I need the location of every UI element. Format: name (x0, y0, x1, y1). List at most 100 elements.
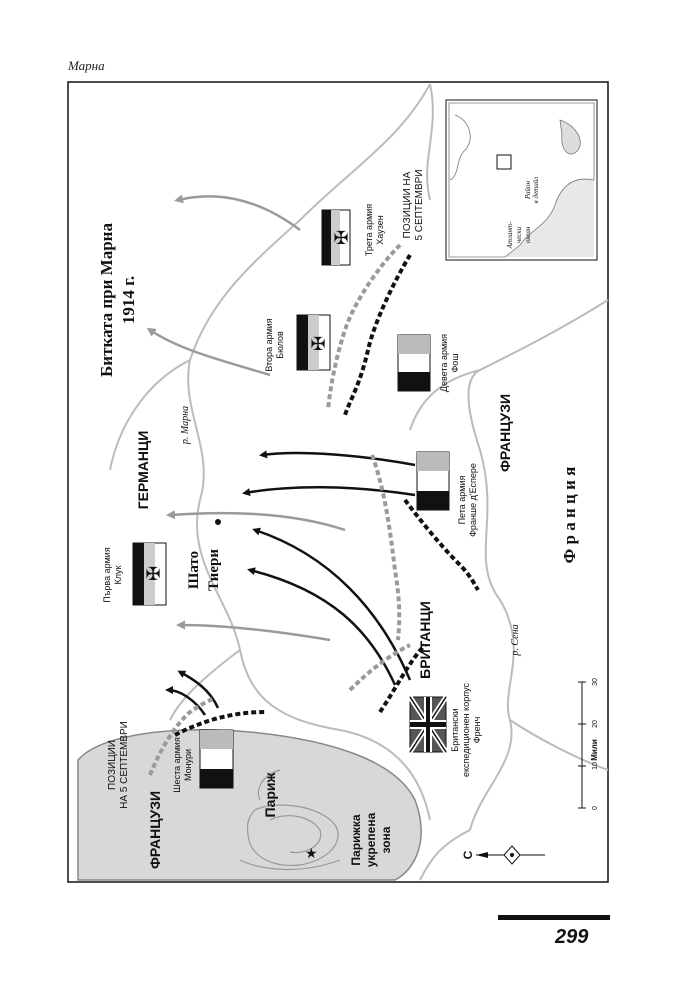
svg-text:експедиционен корпус: експедиционен корпус (461, 683, 471, 777)
svg-text:Мили: Мили (590, 739, 599, 761)
svg-text:10: 10 (592, 762, 599, 770)
river-line (187, 83, 431, 821)
army-fifth-label: Пета армия Франше д'Еспере (457, 463, 478, 537)
svg-text:ПОЗИЦИИ НА: ПОЗИЦИИ НА (402, 171, 413, 238)
svg-text:Атлант-: Атлант- (506, 221, 514, 249)
river-line (426, 83, 434, 201)
paris-streets (239, 769, 341, 871)
gray-dashed-line (326, 243, 402, 411)
black-arrow (247, 567, 397, 686)
black-arrow (242, 486, 416, 497)
position-lines (148, 243, 480, 776)
svg-text:5 СЕПТЕМВРИ: 5 СЕПТЕМВРИ (414, 169, 425, 240)
map-title: Битката при Марна 1914 г. (97, 223, 138, 377)
svg-text:Девета армия: Девета армия (439, 334, 449, 392)
river-line (419, 829, 471, 881)
svg-text:Бюлов: Бюлов (275, 331, 285, 359)
black-arrow (177, 670, 220, 709)
svg-text:ФРАНЦУЗИ: ФРАНЦУЗИ (497, 394, 513, 472)
positions-top-label: ПОЗИЦИИ НА 5 СЕПТЕМВРИ (402, 169, 425, 240)
svg-text:20: 20 (592, 720, 599, 728)
svg-text:Пета армия: Пета армия (457, 475, 467, 524)
svg-text:Клук: Клук (113, 565, 123, 584)
svg-text:Хаузен: Хаузен (375, 215, 385, 244)
chateau-thierry-marker (215, 519, 221, 525)
german-flag: ✠ (321, 209, 351, 266)
svg-text:Париж: Париж (262, 771, 278, 817)
svg-text:чески: чески (515, 226, 523, 243)
compass-icon: С (461, 845, 545, 865)
british-flag (407, 695, 449, 754)
svg-text:Парижка: Парижка (349, 814, 363, 866)
allied-advance-arrows (165, 450, 416, 716)
faction-french-east: ФРАНЦУЗИ (497, 394, 513, 472)
german-retreat-arrows (146, 194, 346, 642)
army-ninth-label: Девета армия Фош (439, 334, 460, 392)
scale-bar: 0 10 20 30 Мили (578, 678, 599, 810)
inset-region-box (496, 154, 512, 170)
svg-text:✠: ✠ (310, 334, 325, 354)
town-paris: Париж (262, 771, 278, 817)
gray-arrow (166, 510, 346, 532)
svg-text:1914 г.: 1914 г. (119, 276, 138, 324)
svg-text:Шеста армия: Шеста армия (172, 737, 182, 793)
svg-text:океан: океан (524, 226, 532, 243)
black-dashed-line (403, 498, 480, 592)
river-seine-label: р. Сена (510, 624, 521, 656)
inset-map: Район в детайл Атлант- чески океан (445, 99, 598, 261)
gray-arrow (146, 327, 271, 377)
positions-left-label: ПОЗИЦИИ НА 5 СЕПТЕМВРИ (107, 721, 130, 809)
svg-text:Монури: Монури (183, 749, 193, 781)
french-flag (397, 334, 431, 392)
river-line (169, 649, 241, 721)
gray-arrow (176, 620, 331, 642)
gray-arrow (174, 194, 301, 232)
country-france: Ф р а н ц и я (560, 467, 579, 564)
town-chateau-thierry: Шато Тиери (186, 549, 222, 591)
army-sixth-label: Шеста армия Монури (172, 737, 193, 793)
black-arrow (252, 527, 412, 681)
german-flag: ✠ (296, 314, 331, 371)
army-bef-label: Британски експедиционен корпус Френч (450, 683, 482, 777)
svg-text:0: 0 (592, 806, 599, 810)
gray-dashed-line (148, 696, 216, 776)
army-third-label: Трета армия Хаузен (364, 204, 385, 256)
svg-text:✠: ✠ (333, 228, 348, 248)
paris-fortified-zone-label: Парижка укрепена зона (349, 812, 393, 867)
river-line (109, 359, 191, 471)
faction-british: БРИТАНЦИ (417, 601, 433, 679)
svg-text:Тиери: Тиери (206, 549, 222, 591)
gray-dashed-line (348, 643, 411, 692)
running-head: Марна (68, 58, 105, 73)
rivers (109, 83, 609, 881)
svg-text:✠: ✠ (145, 564, 160, 584)
german-flag: ✠ (132, 542, 167, 606)
svg-text:Британски: Британски (450, 708, 460, 751)
svg-text:Франше д'Еспере: Франше д'Еспере (468, 463, 478, 537)
black-arrow (165, 686, 207, 716)
black-arrow (259, 450, 416, 467)
svg-text:ФРАНЦУЗИ: ФРАНЦУЗИ (147, 791, 163, 869)
svg-text:Шато: Шато (186, 551, 202, 589)
faction-french-west: ФРАНЦУЗИ (147, 791, 163, 869)
svg-text:укрепена: укрепена (364, 812, 378, 867)
french-flag (199, 729, 234, 789)
river-line (409, 369, 481, 431)
svg-text:БРИТАНЦИ: БРИТАНЦИ (417, 601, 433, 679)
paris-fortified-zone (77, 729, 422, 881)
svg-text:в детайл: в детайл (532, 177, 540, 204)
svg-text:Битката при Марна: Битката при Марна (97, 223, 116, 377)
svg-text:р. Сена: р. Сена (510, 624, 521, 656)
svg-text:Трета армия: Трета армия (364, 204, 374, 256)
page-number: 299 (555, 926, 589, 948)
svg-text:Втора армия: Втора армия (264, 318, 274, 371)
svg-text:р. Марна: р. Марна (180, 406, 191, 445)
faction-germans: ГЕРМАНЦИ (135, 431, 151, 510)
river-line (509, 719, 609, 771)
river-line (467, 299, 609, 831)
black-dashed-line (174, 710, 266, 737)
svg-text:зона: зона (379, 826, 393, 853)
svg-text:Ф р а н ц и я: Ф р а н ц и я (560, 467, 579, 564)
svg-text:Френч: Френч (472, 716, 482, 743)
